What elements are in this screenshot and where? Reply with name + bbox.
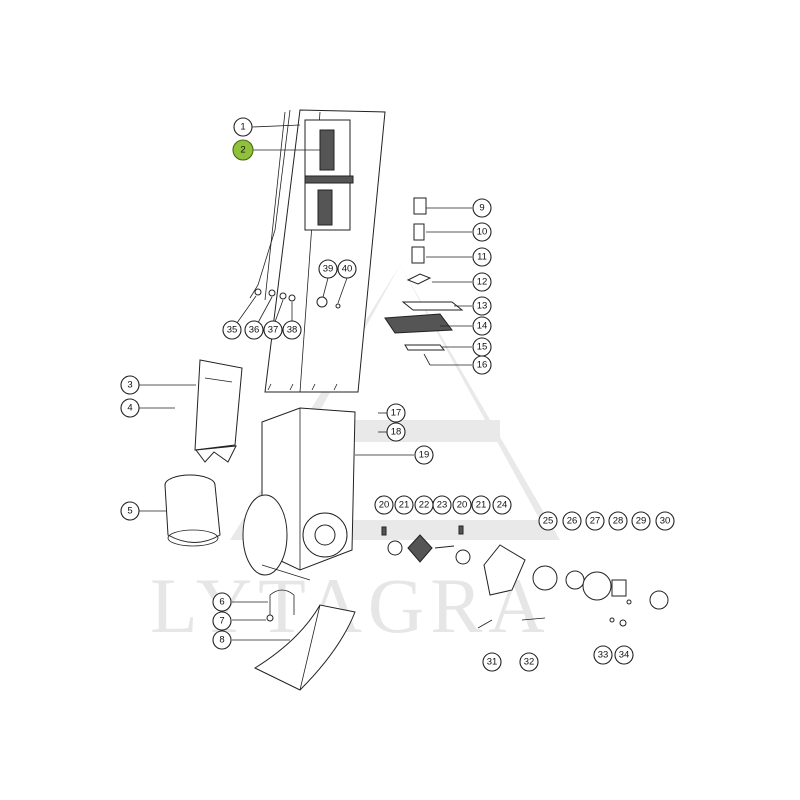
svg-text:34: 34 — [619, 650, 630, 661]
callout-25[interactable]: 25 — [538, 511, 558, 531]
svg-text:16: 16 — [477, 360, 488, 371]
callout-11[interactable]: 11 — [472, 247, 492, 267]
callout-15[interactable]: 15 — [472, 337, 492, 357]
svg-text:21: 21 — [399, 500, 410, 511]
svg-text:3: 3 — [127, 380, 132, 391]
callout-28[interactable]: 28 — [608, 511, 628, 531]
svg-text:21: 21 — [476, 500, 487, 511]
svg-text:24: 24 — [497, 500, 508, 511]
callout-34[interactable]: 34 — [614, 645, 634, 665]
svg-text:30: 30 — [660, 516, 671, 527]
callout-32[interactable]: 32 — [519, 652, 539, 672]
callout-27[interactable]: 27 — [585, 511, 605, 531]
svg-text:25: 25 — [543, 516, 554, 527]
svg-text:37: 37 — [268, 325, 279, 336]
fasteners-top — [254, 288, 341, 309]
callout-23[interactable]: 23 — [432, 495, 452, 515]
nut — [266, 614, 274, 622]
callout-20b[interactable]: 20 — [452, 495, 472, 515]
callout-2-selected[interactable]: 2 — [232, 139, 254, 161]
drain-pipe — [249, 109, 291, 299]
callout-37[interactable]: 37 — [263, 320, 283, 340]
chain-link-parts — [384, 197, 464, 366]
elevator-chain — [304, 119, 354, 231]
callout-14[interactable]: 14 — [472, 316, 492, 336]
svg-text:38: 38 — [287, 325, 298, 336]
callout-16[interactable]: 16 — [472, 355, 492, 375]
callout-26[interactable]: 26 — [562, 511, 582, 531]
callouts: 1 2 3 4 5 6 7 8 9 10 11 12 13 14 15 16 1… — [120, 117, 675, 672]
callout-7[interactable]: 7 — [212, 611, 232, 631]
leader-lines — [137, 124, 472, 641]
svg-text:13: 13 — [477, 301, 488, 312]
callout-40[interactable]: 40 — [337, 259, 357, 279]
svg-text:22: 22 — [419, 500, 430, 511]
callout-19[interactable]: 19 — [414, 445, 434, 465]
svg-text:32: 32 — [524, 657, 535, 668]
svg-text:15: 15 — [477, 342, 488, 353]
boot-housing — [242, 407, 356, 581]
svg-text:8: 8 — [219, 635, 224, 646]
ring-band — [164, 474, 221, 547]
svg-text:28: 28 — [613, 516, 624, 527]
drive-shaft-parts — [381, 525, 669, 629]
callout-31[interactable]: 31 — [482, 652, 502, 672]
callout-9[interactable]: 9 — [472, 198, 492, 218]
svg-text:7: 7 — [219, 616, 224, 627]
svg-text:20: 20 — [457, 500, 468, 511]
callout-36[interactable]: 36 — [244, 320, 264, 340]
callout-29[interactable]: 29 — [631, 511, 651, 531]
svg-text:10: 10 — [477, 227, 488, 238]
bottom-trough — [253, 604, 356, 691]
callout-20a[interactable]: 20 — [374, 495, 394, 515]
svg-text:39: 39 — [323, 264, 334, 275]
svg-text:23: 23 — [437, 500, 448, 511]
callout-18[interactable]: 18 — [386, 422, 406, 442]
callout-4[interactable]: 4 — [120, 398, 140, 418]
svg-text:18: 18 — [391, 427, 402, 438]
callout-17[interactable]: 17 — [386, 403, 406, 423]
svg-text:35: 35 — [227, 325, 238, 336]
svg-text:20: 20 — [379, 500, 390, 511]
svg-text:19: 19 — [419, 450, 430, 461]
u-bolt — [269, 589, 295, 615]
svg-text:2: 2 — [240, 145, 245, 156]
callout-10[interactable]: 10 — [472, 222, 492, 242]
svg-text:11: 11 — [477, 252, 487, 263]
svg-text:33: 33 — [598, 650, 609, 661]
svg-text:9: 9 — [479, 203, 484, 214]
svg-text:27: 27 — [590, 516, 601, 527]
callout-30[interactable]: 30 — [655, 511, 675, 531]
cover-plate — [194, 359, 243, 463]
svg-text:14: 14 — [477, 321, 488, 332]
svg-text:40: 40 — [342, 264, 353, 275]
svg-text:17: 17 — [391, 408, 402, 419]
svg-text:4: 4 — [127, 403, 132, 414]
svg-text:26: 26 — [567, 516, 578, 527]
callout-33[interactable]: 33 — [593, 645, 613, 665]
svg-text:29: 29 — [636, 516, 647, 527]
callout-1[interactable]: 1 — [233, 117, 253, 137]
svg-text:12: 12 — [477, 277, 488, 288]
svg-text:1: 1 — [240, 122, 245, 133]
callout-8[interactable]: 8 — [212, 630, 232, 650]
callout-13[interactable]: 13 — [472, 296, 492, 316]
callout-6[interactable]: 6 — [212, 592, 232, 612]
callout-39[interactable]: 39 — [318, 259, 338, 279]
callout-5[interactable]: 5 — [120, 501, 140, 521]
callout-38[interactable]: 38 — [282, 320, 302, 340]
callout-21a[interactable]: 21 — [394, 495, 414, 515]
svg-text:31: 31 — [487, 657, 498, 668]
callout-22[interactable]: 22 — [414, 495, 434, 515]
svg-text:6: 6 — [219, 597, 224, 608]
callout-35[interactable]: 35 — [222, 320, 242, 340]
callout-24[interactable]: 24 — [492, 495, 512, 515]
callout-12[interactable]: 12 — [472, 272, 492, 292]
callout-21b[interactable]: 21 — [471, 495, 491, 515]
svg-text:5: 5 — [127, 506, 132, 517]
callout-3[interactable]: 3 — [120, 375, 140, 395]
svg-text:36: 36 — [249, 325, 260, 336]
